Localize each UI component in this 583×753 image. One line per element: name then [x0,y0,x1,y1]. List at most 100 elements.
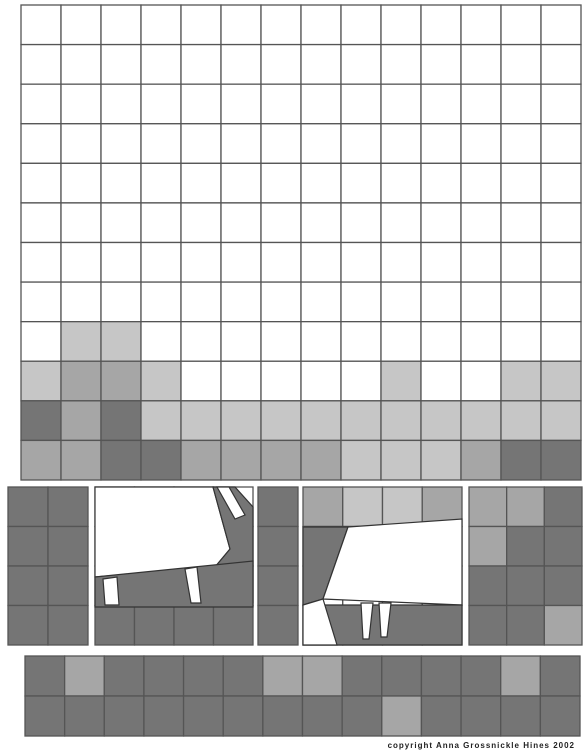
grid-cell [261,361,301,401]
grid-cell [341,440,381,480]
grid-cell [381,203,421,243]
grid-cell [341,203,381,243]
grid-cell [301,163,341,203]
block-panel-3-cell [544,566,582,606]
grid-cell [541,124,581,164]
grid-cell [541,401,581,441]
grid-cell [541,84,581,124]
grid-cell [261,45,301,85]
grid-cell [261,163,301,203]
grid-cell [21,163,61,203]
pieced-shape [95,487,230,577]
grid-cell [421,84,461,124]
grid-cell [61,45,101,85]
grid-cell [21,84,61,124]
grid-cell [421,440,461,480]
grid-cell [61,84,101,124]
grid-cell [101,361,141,401]
strip-cell [461,696,501,736]
grid-cell [181,401,221,441]
grid-cell [181,84,221,124]
block-panel-2 [258,487,298,645]
grid-cell [141,401,181,441]
grid-cell [181,45,221,85]
bottom-block-strip [25,656,580,736]
strip-cell [184,696,224,736]
grid-cell [61,243,101,283]
grid-cell [261,401,301,441]
grid-cell [541,203,581,243]
grid-cell [301,361,341,401]
grid-cell [101,84,141,124]
pieced-panel-1 [95,487,253,645]
grid-cell [461,361,501,401]
strip-cell [382,656,422,696]
grid-cell [301,203,341,243]
strip-cell [263,696,303,736]
strip-cell [263,656,303,696]
block-panel-2-cell [258,606,298,646]
grid-cell [141,361,181,401]
grid-cell [461,163,501,203]
grid-cell [341,361,381,401]
grid-cell [181,124,221,164]
grid-cell [541,45,581,85]
block-panel-3-cell [469,606,507,646]
grid-cell [461,401,501,441]
grid-cell [501,163,541,203]
grid-cell [301,5,341,45]
grid-cell [21,440,61,480]
pieced-panel-2 [303,487,462,645]
grid-cell [541,5,581,45]
grid-cell [341,84,381,124]
grid-cell [421,203,461,243]
grid-cell [541,243,581,283]
grid-cell [221,84,261,124]
grid-cell [141,322,181,362]
grid-cell [501,243,541,283]
grid-cell [461,282,501,322]
grid-cell [341,124,381,164]
grid-cell [341,163,381,203]
block-panel-1 [8,487,88,645]
strip-cell [342,696,382,736]
grid-cell [501,203,541,243]
strip-cell [382,696,422,736]
grid-cell [461,203,501,243]
pieced-panel-2-cell [343,487,383,527]
strip-cell [25,696,65,736]
grid-cell [541,282,581,322]
grid-cell [461,45,501,85]
grid-cell [141,84,181,124]
grid-cell [21,361,61,401]
grid-cell [21,124,61,164]
block-panel-3 [469,487,582,645]
block-panel-3-cell [544,487,582,527]
grid-cell [181,361,221,401]
block-panel-2-cell [258,487,298,527]
grid-cell [461,124,501,164]
grid-cell [301,124,341,164]
grid-cell [381,440,421,480]
grid-cell [221,243,261,283]
grid-cell [421,5,461,45]
grid-cell [101,124,141,164]
block-panel-1-cell [8,487,48,527]
grid-cell [381,243,421,283]
grid-cell [181,5,221,45]
grid-cell [421,163,461,203]
grid-cell [301,440,341,480]
main-quilt-grid [21,5,581,480]
grid-cell [21,5,61,45]
grid-cell [221,5,261,45]
grid-cell [421,124,461,164]
grid-cell [101,203,141,243]
strip-cell [421,656,461,696]
grid-cell [261,322,301,362]
grid-cell [141,5,181,45]
grid-cell [101,243,141,283]
block-panel-1-cell [48,606,88,646]
block-panel-3-cell [544,527,582,567]
grid-cell [261,203,301,243]
block-panel-1-cell [8,527,48,567]
